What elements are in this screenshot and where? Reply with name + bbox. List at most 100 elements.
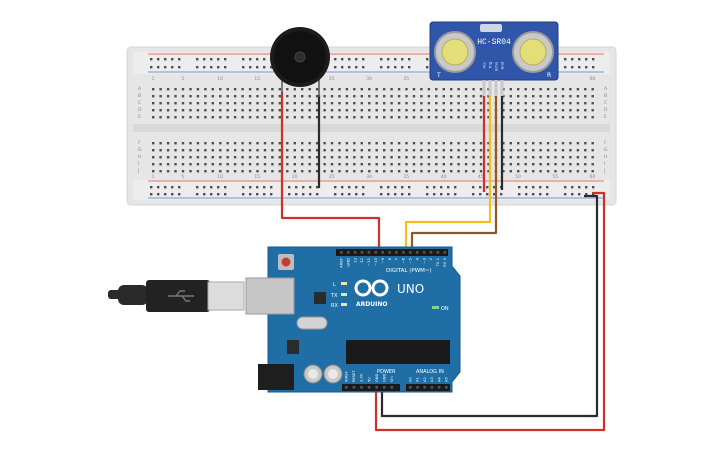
rail-hole xyxy=(500,193,503,196)
wire-brown-echo[interactable] xyxy=(410,96,498,254)
hole xyxy=(368,149,371,152)
hole xyxy=(263,88,267,91)
hole xyxy=(457,95,460,98)
rail-hole xyxy=(585,58,588,61)
hole xyxy=(524,95,527,98)
usb-cable xyxy=(108,280,245,312)
hole xyxy=(383,149,386,152)
hole xyxy=(591,116,594,119)
hole xyxy=(472,102,475,105)
hole xyxy=(509,156,512,159)
digital-pin-label: 12 xyxy=(359,257,364,262)
hole xyxy=(166,163,170,166)
hole xyxy=(263,163,267,166)
hole xyxy=(539,149,542,152)
hole xyxy=(166,109,170,112)
analog-header xyxy=(406,384,450,391)
hole xyxy=(360,102,363,105)
hole xyxy=(166,142,170,145)
hole xyxy=(569,170,572,173)
hole xyxy=(509,95,512,98)
hole xyxy=(315,149,319,152)
rail-hole xyxy=(242,58,245,61)
rail-hole xyxy=(546,193,549,196)
hole xyxy=(539,95,542,98)
hole xyxy=(204,116,207,119)
digital-pin-label: ~5 xyxy=(408,257,413,263)
rail-hole xyxy=(348,58,351,61)
crystal xyxy=(296,316,328,330)
hole xyxy=(293,88,296,91)
digital-pin-label: 2 xyxy=(428,257,433,260)
hole xyxy=(397,142,401,145)
wire-black-rail-gnd[interactable] xyxy=(380,194,599,418)
hole xyxy=(517,142,520,145)
wire-red-rail-5v[interactable] xyxy=(374,191,606,432)
hole xyxy=(502,109,505,112)
hole xyxy=(159,109,162,112)
header-pin xyxy=(367,251,371,254)
column-number: 15 xyxy=(254,174,260,180)
hole xyxy=(517,109,520,112)
row-letter: A xyxy=(604,86,608,92)
piezo-buzzer[interactable] xyxy=(270,27,330,97)
arduino-uno[interactable]: L TX RX ON ARDUINO UNO DIGITAL (PWM~) PO… xyxy=(245,246,461,393)
hole xyxy=(338,142,341,145)
wire-red-buzzer[interactable] xyxy=(280,92,381,255)
hole xyxy=(286,163,289,166)
on-led xyxy=(432,306,439,309)
hole xyxy=(196,102,200,105)
usb-chip xyxy=(314,292,326,304)
power-pin-label: RESET xyxy=(352,370,356,382)
tx-led xyxy=(341,293,347,296)
hole xyxy=(196,95,200,98)
hole xyxy=(383,102,386,105)
hole xyxy=(464,149,468,152)
hole xyxy=(248,142,252,145)
hole xyxy=(181,170,185,173)
rail-hole xyxy=(578,186,581,189)
hole xyxy=(330,116,334,119)
power-pin-label: Vin xyxy=(390,376,394,382)
hole xyxy=(487,116,490,119)
hole xyxy=(390,95,393,98)
hole xyxy=(330,170,334,173)
rail-hole xyxy=(270,66,273,69)
column-number: 5 xyxy=(181,174,184,180)
hole xyxy=(539,156,542,159)
hole xyxy=(375,170,378,173)
hole xyxy=(517,156,520,159)
header-pin xyxy=(353,251,357,254)
rx-label: RX xyxy=(331,303,338,309)
hole xyxy=(412,156,416,159)
hole xyxy=(256,109,259,112)
rail-hole xyxy=(479,193,482,196)
hole xyxy=(233,116,237,119)
hole xyxy=(159,163,162,166)
hole xyxy=(174,170,177,173)
hole xyxy=(487,163,490,166)
hole xyxy=(457,142,460,145)
rail-hole xyxy=(316,186,319,189)
hole xyxy=(248,88,252,91)
hole xyxy=(561,109,565,112)
hole xyxy=(442,95,445,98)
hole xyxy=(211,142,214,145)
row-letter: C xyxy=(604,100,607,106)
rail-hole xyxy=(525,193,528,196)
column-number: 1 xyxy=(152,76,155,82)
wire-yellow-trig[interactable] xyxy=(404,96,492,254)
hole xyxy=(584,156,587,159)
hole xyxy=(569,116,572,119)
hole xyxy=(420,149,423,152)
hole xyxy=(591,170,594,173)
hole xyxy=(569,102,572,105)
hole xyxy=(256,95,259,98)
hole xyxy=(546,142,550,145)
rail-hole xyxy=(256,186,259,189)
rail-hole xyxy=(295,193,298,196)
header-pin xyxy=(437,386,441,389)
hole xyxy=(271,170,274,173)
hole xyxy=(204,88,207,91)
